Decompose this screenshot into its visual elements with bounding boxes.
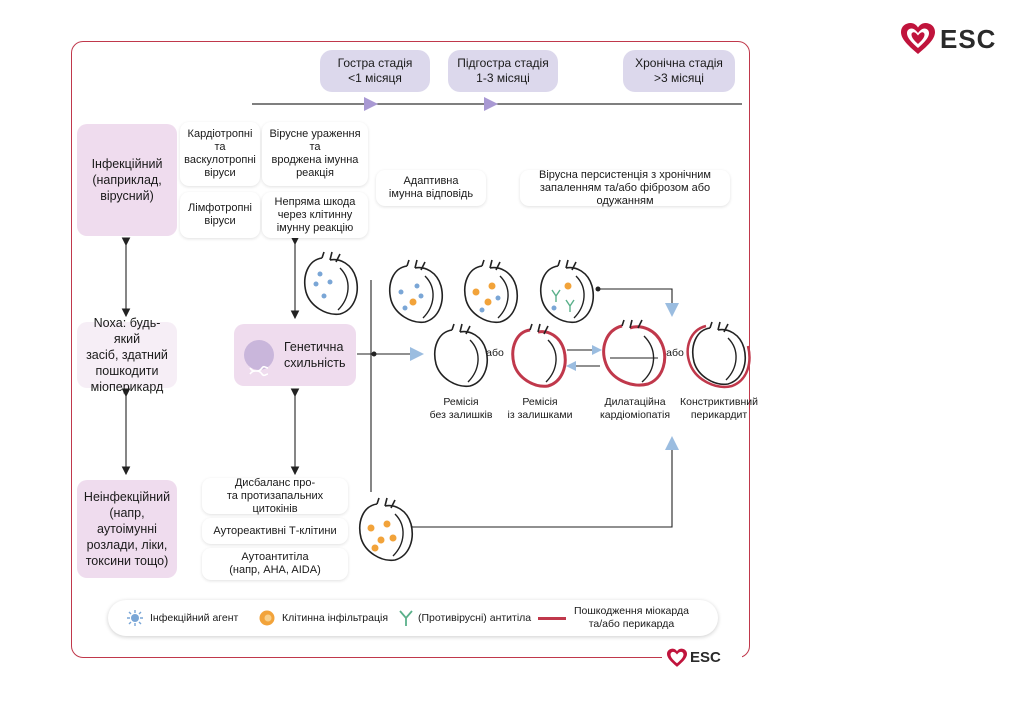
viral-persistence: Вірусна персистенція з хронічним запален… <box>520 169 730 207</box>
heart-logo-icon <box>901 23 935 54</box>
dna-icon <box>244 340 274 377</box>
cause-noxa: Noxa: будь-який засіб, здатний пошкодити… <box>77 316 177 394</box>
timeline-arrow-1 <box>364 97 378 111</box>
small-heart-logo-icon <box>667 648 687 667</box>
heart-dcm <box>602 319 667 387</box>
heart-remission-partial <box>511 323 567 388</box>
heart-noninfectious <box>359 497 413 562</box>
stage-subacute: Підгостра стадія 1-3 місяці <box>448 50 558 92</box>
cause-infectious: Інфекційний (наприклад, вірусний) <box>77 124 177 236</box>
or-label-2: або <box>666 347 684 359</box>
cause-noninfectious: Неінфекційний (напр, аутоімунні розлади,… <box>77 480 177 578</box>
antibody-icon <box>399 610 413 626</box>
genetic-predisposition: Генетична схильність <box>234 324 356 386</box>
viral-damage: Вірусне ураження та вроджена імунна реак… <box>262 122 368 186</box>
esc-logo: ESC <box>900 22 1010 56</box>
heart-acute-1 <box>389 259 443 324</box>
legend: Інфекційний агент Клітинна інфільтрація … <box>108 600 718 636</box>
virus-lymphotropic: Лімфотропні віруси <box>180 192 260 238</box>
legend-damage: Пошкодження міокарда та/або перикарда <box>574 605 689 630</box>
or-label-1: або <box>486 347 504 359</box>
outcome-dcm: Дилатаційна кардіоміопатія <box>599 396 671 421</box>
virus-cardiotropic: Кардіотропні та васкулотропні віруси <box>180 122 260 186</box>
legend-agent: Інфекційний агент <box>150 612 239 624</box>
autoantibodies: Аутоантитіла (напр, AHA, AIDA) <box>202 548 348 580</box>
indirect-damage: Непряма шкода через клітинну імунну реак… <box>262 192 368 238</box>
stage-acute: Гостра стадія <1 місяця <box>320 50 430 92</box>
cytokine-imbalance: Дисбаланс про- та протизапальних цитокін… <box>202 477 348 515</box>
adaptive-immune-response: Адаптивна імунна відповідь <box>376 170 486 206</box>
logo-text: ESC <box>940 24 997 54</box>
heart-infected-left <box>304 251 358 316</box>
outcome-remission-partial: Ремісія із залишками <box>507 396 573 421</box>
virus-agent-icon <box>127 610 143 626</box>
heart-remission-full <box>434 323 488 388</box>
heart-subacute <box>540 259 594 324</box>
outcome-remission-full: Ремісія без залишків <box>429 396 493 421</box>
small-logo-text: ESC <box>690 649 721 666</box>
damage-line-icon <box>538 617 566 620</box>
heart-constrictive <box>686 321 751 389</box>
legend-antibodies: (Противірусні) антитіла <box>418 612 532 624</box>
heart-acute-2 <box>464 259 518 324</box>
frame-esc-logo: ESC <box>662 647 742 669</box>
timeline-arrow-2 <box>484 97 498 111</box>
cell-infiltration-icon <box>259 610 275 626</box>
legend-infiltration: Клітинна інфільтрація <box>282 612 389 624</box>
stage-chronic: Хронічна стадія >3 місяці <box>623 50 735 92</box>
outcome-constrictive: Констриктивний перикардит <box>679 396 758 421</box>
autoreactive-t-cells: Аутореактивні Т-клітини <box>202 518 348 544</box>
genetic-label: Генетична схильність <box>284 340 346 370</box>
